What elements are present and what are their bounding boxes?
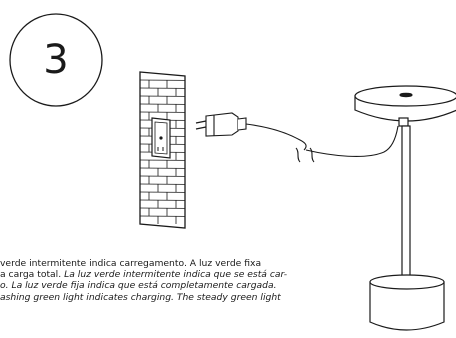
caption-line-3: o. La luz verde fija indica que está com…	[0, 280, 350, 291]
caption-line-4-italic: ashing green light indicates charging. T…	[0, 291, 281, 303]
caption-line-2-plain: a carga total.	[0, 269, 65, 281]
caption-line-4: ashing green light indicates charging. T…	[0, 292, 350, 303]
caption-line-3-italic: o. La luz verde fija indica que está com…	[0, 280, 277, 292]
step-number: 3	[43, 37, 69, 83]
step-number-circle	[9, 13, 103, 107]
caption-line-2: a carga total. La luz verde intermitente…	[0, 269, 350, 280]
caption-text: verde intermitente indica carregamento. …	[0, 258, 350, 303]
wall-bricks	[139, 79, 186, 224]
caption-line-1: verde intermitente indica carregamento. …	[0, 258, 262, 269]
table-lamp	[354, 85, 456, 331]
caption-line-2-italic: La luz verde intermitente indica que se …	[64, 269, 288, 281]
usb-power-adapter	[195, 112, 247, 137]
charging-cable	[245, 123, 399, 163]
wall-socket	[151, 117, 171, 159]
